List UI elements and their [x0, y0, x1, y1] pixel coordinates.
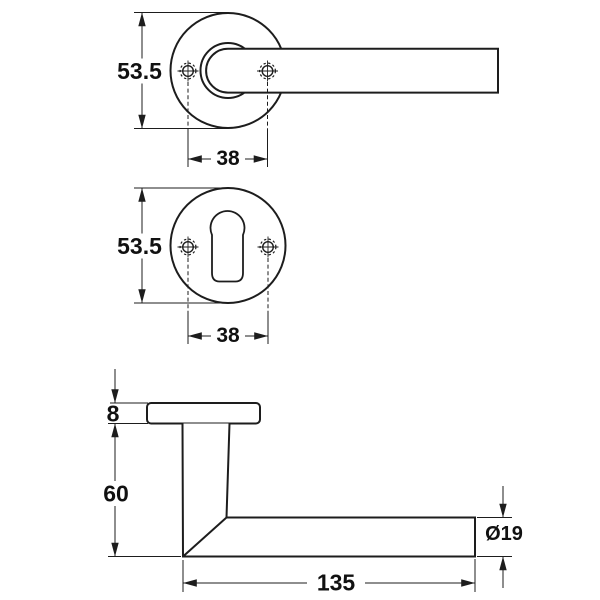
lever-grip-bar [205, 47, 499, 94]
dimension-label-hole-spacing: 38 [216, 147, 240, 170]
dimension-label-length: 135 [317, 570, 356, 596]
dimension-length: 135 [182, 559, 476, 596]
dimension-label-escutcheon-diameter: 53.5 [117, 233, 162, 259]
dimension-rose-diameter: 53.5 [117, 12, 228, 129]
top-view-rose-with-lever: 53.5 38 [117, 12, 499, 170]
euro-cylinder-keyhole [209, 210, 246, 283]
arrow-left-icon [183, 579, 197, 587]
arrow-right-icon [461, 579, 475, 587]
dimension-projection: 60 [103, 423, 181, 557]
dimension-rose-thickness: 8 [107, 369, 148, 438]
arrow-up-icon [138, 12, 146, 27]
lever-side-profile [181, 423, 476, 558]
dimension-hole-spacing: 38 [188, 147, 268, 170]
arrow-down-icon [111, 542, 119, 557]
arrow-up-icon [499, 556, 507, 571]
arrow-left-icon [188, 332, 202, 340]
dimension-label-rose-diameter: 53.5 [117, 58, 162, 84]
dimension-label-projection: 60 [103, 481, 129, 507]
escutcheon-view: 53.5 38 [117, 187, 287, 347]
miter-bend-line [182, 516, 228, 558]
rose-side-profile [146, 402, 261, 425]
dimension-escutcheon-diameter: 53.5 [117, 187, 228, 304]
dimension-label-rose-thickness: 8 [107, 401, 120, 427]
dimension-label-escutcheon-hole-spacing: 38 [216, 324, 240, 347]
dimension-grip-diameter: Ø19 [477, 486, 523, 588]
arrow-right-icon [253, 155, 268, 163]
side-elevation-view: 8 60 135 Ø19 [103, 369, 523, 596]
arrow-down-icon [499, 503, 507, 518]
dimension-escutcheon-hole-spacing: 38 [188, 324, 268, 347]
arrow-down-icon [138, 289, 146, 303]
arrow-left-icon [188, 155, 202, 163]
arrow-right-icon [254, 332, 268, 340]
arrow-up-icon [138, 188, 146, 202]
dimension-label-grip-diameter: Ø19 [485, 523, 523, 545]
arrow-down-icon [138, 114, 146, 129]
